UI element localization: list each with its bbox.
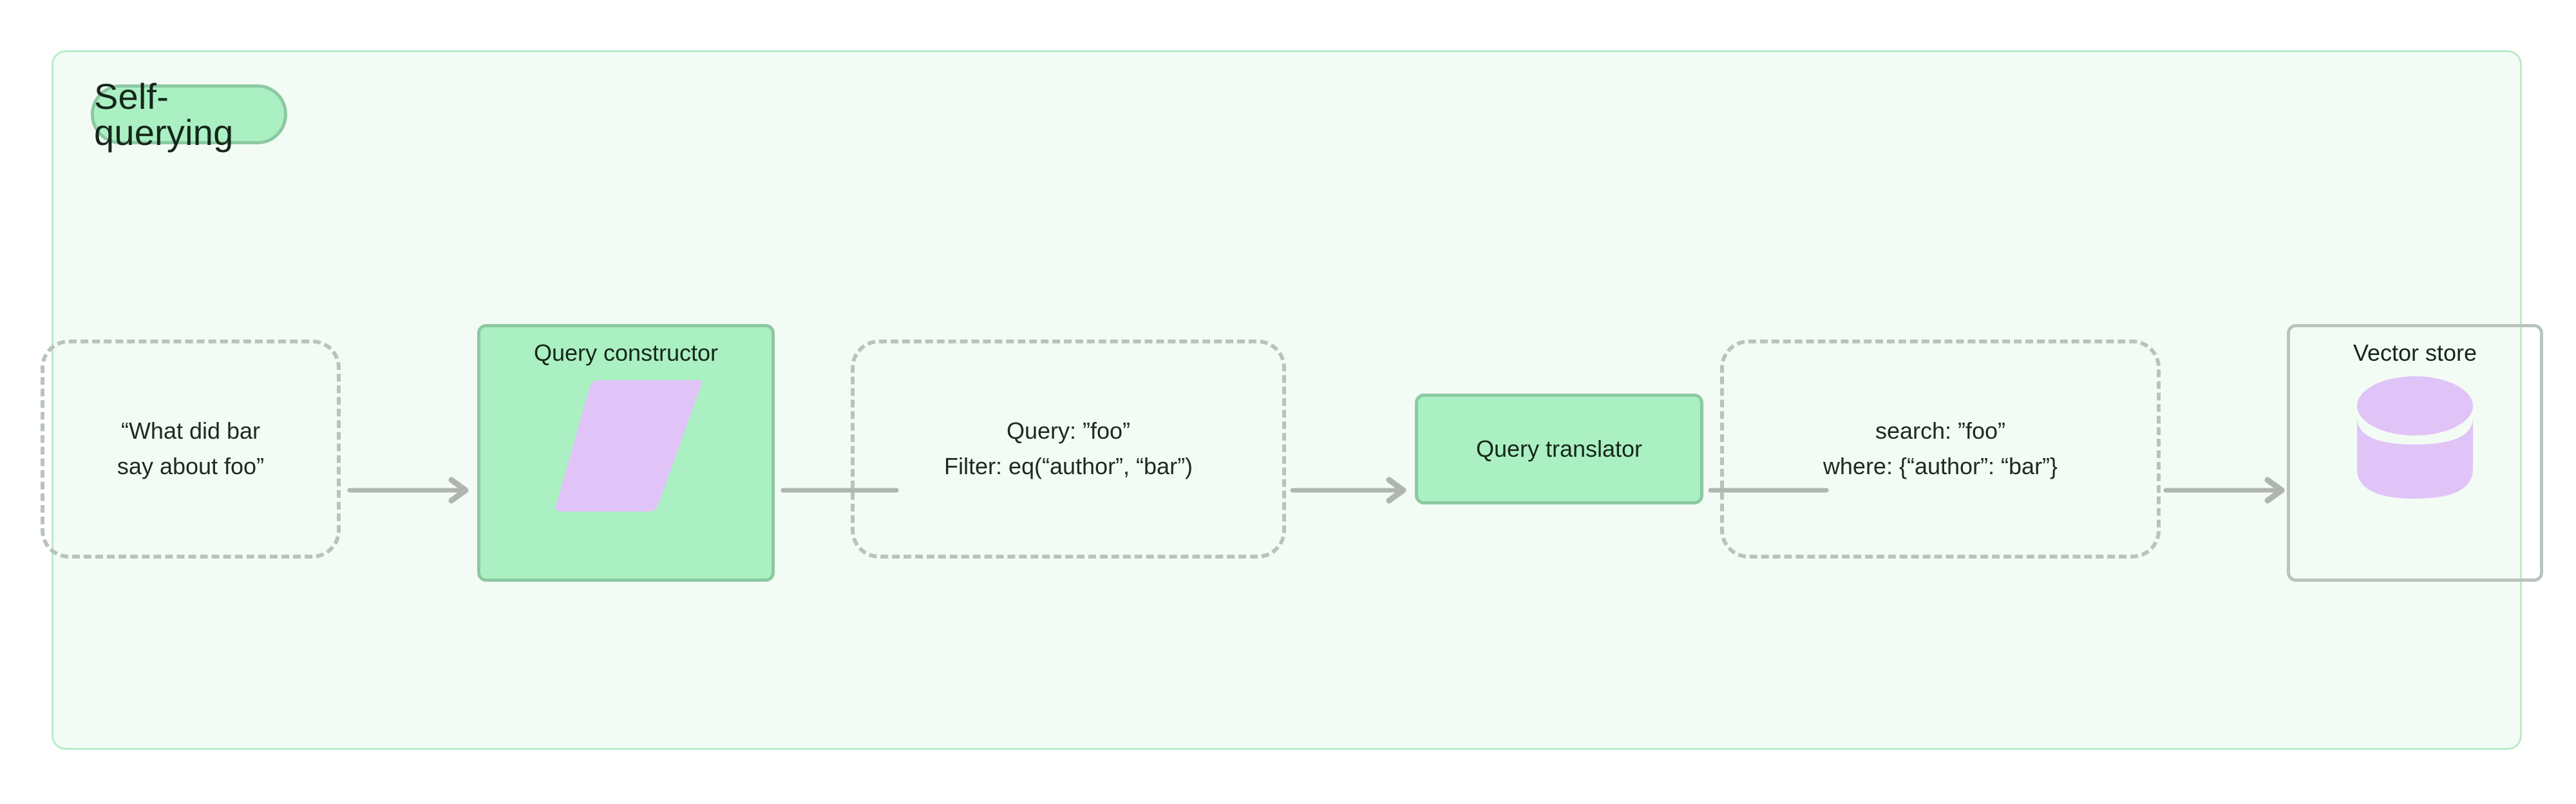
- connector-query-constructor-to-structured-query: [781, 477, 900, 503]
- node-vector-store-title: Vector store: [2353, 340, 2477, 366]
- database-cylinder-icon: [2351, 372, 2479, 512]
- flow-row: “What did bar say about foo” Query const…: [41, 52, 2543, 748]
- diagram-title-badge: Self-querying: [91, 78, 287, 150]
- node-structured-query: Query: ”foo” Filter: eq(“author”, “bar”): [851, 340, 1286, 559]
- node-query-translator-title: Query translator: [1475, 436, 1643, 462]
- diagram-frame: Self-querying “What did bar say about fo…: [41, 50, 2543, 750]
- node-query-constructor: Query constructor: [477, 324, 775, 582]
- node-native-query-text: search: ”foo” where: {“author”: “bar”}: [1823, 417, 2058, 479]
- node-query-constructor-title: Query constructor: [533, 340, 719, 366]
- node-vector-store: Vector store: [2287, 324, 2543, 582]
- parallelogram-icon: [549, 375, 703, 520]
- node-native-query: search: ”foo” where: {“author”: “bar”}: [1720, 340, 2161, 559]
- node-query-translator: Query translator: [1415, 394, 1703, 504]
- connector-user-question-to-query-constructor: [347, 477, 472, 504]
- connector-native-query-to-vector-store: [2163, 477, 2288, 504]
- connector-query-translator-to-native-query: [1708, 477, 1830, 503]
- node-user-question-text: “What did bar say about foo”: [117, 417, 265, 479]
- connector-structured-query-to-query-translator: [1290, 477, 1410, 504]
- node-structured-query-text: Query: ”foo” Filter: eq(“author”, “bar”): [943, 417, 1193, 479]
- diagram-title-label: Self-querying: [94, 75, 234, 153]
- node-user-question: “What did bar say about foo”: [41, 340, 341, 559]
